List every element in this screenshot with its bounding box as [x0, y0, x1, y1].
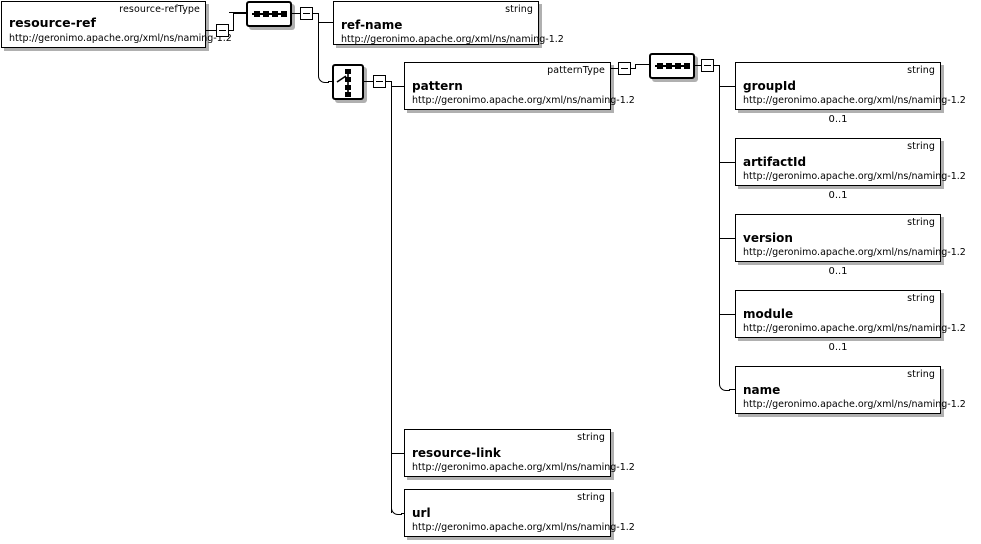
- node-namespace-label: http://geronimo.apache.org/xml/ns/naming…: [412, 462, 635, 473]
- expander-sequence1[interactable]: [300, 7, 313, 20]
- connector-seq1-to-choice-h: [328, 81, 333, 82]
- node-group-id[interactable]: string groupId http://geronimo.apache.or…: [735, 62, 966, 110]
- connector-pattern-to-expander: [611, 68, 618, 69]
- connector-seq1-trunk: [318, 13, 319, 75]
- node-namespace-label: http://geronimo.apache.org/xml/ns/naming…: [412, 522, 635, 533]
- sequence-glyph-2: [655, 63, 690, 69]
- sequence-icon-2[interactable]: [649, 53, 695, 79]
- node-type-label: string: [505, 4, 533, 15]
- connector-sequence2-to-expander: [695, 65, 701, 66]
- connector-choice-to-expander: [364, 81, 373, 82]
- node-type-label: patternType: [547, 65, 605, 76]
- expander-root[interactable]: [216, 24, 229, 37]
- node-name-label: pattern: [412, 79, 463, 93]
- connector-seq1-to-refname: [318, 22, 333, 23]
- node-namespace-label: http://geronimo.apache.org/xml/ns/naming…: [743, 171, 966, 182]
- node-type-label: string: [907, 369, 935, 380]
- connector-expander-up: [233, 13, 234, 31]
- node-type-label: resource-refType: [119, 4, 200, 15]
- node-type-label: string: [907, 141, 935, 152]
- node-name-label: groupId: [743, 79, 796, 93]
- cardinality-version: 0..1: [828, 266, 848, 277]
- connector-seq1-branch-stub: [313, 13, 318, 14]
- node-version[interactable]: string version http://geronimo.apache.or…: [735, 214, 966, 262]
- connector-to-sequence1: [233, 13, 246, 14]
- node-artifact-id[interactable]: string artifactId http://geronimo.apache…: [735, 138, 966, 186]
- connector-pattern-expander-stub: [631, 68, 635, 69]
- connector-seq2-to-name: [719, 376, 730, 391]
- connector-seq1-to-choice: [318, 68, 329, 83]
- cardinality-module: 0..1: [828, 342, 848, 353]
- node-namespace-label: http://geronimo.apache.org/xml/ns/naming…: [743, 247, 966, 258]
- node-namespace-label: http://geronimo.apache.org/xml/ns/naming…: [412, 95, 635, 106]
- connector-expander-to-sequence1-corner: [229, 12, 247, 32]
- node-namespace-label: http://geronimo.apache.org/xml/ns/naming…: [743, 323, 966, 334]
- connector-seq2-to-module: [719, 314, 735, 315]
- connector-root-to-expander: [206, 30, 216, 31]
- node-name-label: resource-link: [412, 446, 501, 460]
- node-resource-ref[interactable]: resource-refType resource-ref http://ger…: [1, 1, 232, 48]
- node-name-label: resource-ref: [9, 15, 96, 30]
- node-type-label: string: [577, 492, 605, 503]
- node-type-label: string: [907, 217, 935, 228]
- cardinality-group-id: 0..1: [828, 114, 848, 125]
- choice-icon-1[interactable]: [332, 64, 364, 100]
- connector-seq2-trunk: [719, 65, 720, 381]
- connector-seq2-to-name-h: [729, 389, 735, 390]
- node-name-label: name: [743, 383, 781, 397]
- node-name[interactable]: string name http://geronimo.apache.org/x…: [735, 366, 966, 414]
- node-resource-link[interactable]: string resource-link http://geronimo.apa…: [404, 429, 635, 477]
- sequence-glyph-1: [252, 11, 287, 17]
- node-name-label: artifactId: [743, 155, 807, 169]
- node-type-label: string: [907, 293, 935, 304]
- node-pattern[interactable]: patternType pattern http://geronimo.apac…: [404, 62, 635, 110]
- sequence-icon-1[interactable]: [246, 1, 292, 27]
- node-namespace-label: http://geronimo.apache.org/xml/ns/naming…: [9, 33, 232, 44]
- connector-seq2-to-artifact-id: [719, 162, 735, 163]
- expander-sequence2[interactable]: [701, 59, 714, 72]
- connector-pattern-up-to-seq2: [635, 64, 636, 69]
- node-url[interactable]: string url http://geronimo.apache.org/xm…: [404, 489, 635, 537]
- choice-glyph-1: [336, 69, 351, 97]
- connector-choice-to-url: [391, 500, 402, 515]
- connector-choice-branch-stub: [386, 81, 391, 82]
- node-name-label: version: [743, 231, 793, 245]
- connector-sequence1-to-expander: [292, 13, 300, 14]
- connector-choice-to-url-h: [401, 513, 404, 514]
- node-name-label: ref-name: [341, 18, 403, 32]
- node-name-label: module: [743, 307, 794, 321]
- expander-choice1[interactable]: [373, 75, 386, 88]
- connector-choice-trunk: [391, 81, 392, 513]
- connector-choice-to-pattern: [391, 86, 404, 87]
- node-type-label: string: [907, 65, 935, 76]
- expander-pattern[interactable]: [618, 62, 631, 75]
- connector-to-sequence2: [635, 64, 649, 65]
- node-namespace-label: http://geronimo.apache.org/xml/ns/naming…: [341, 34, 564, 45]
- connector-expander-right-stub: [229, 30, 233, 31]
- connector-choice-to-resource-link: [391, 453, 404, 454]
- node-name-label: url: [412, 506, 431, 520]
- connector-seq2-branch-stub: [714, 65, 719, 66]
- connector-seq2-to-version: [719, 238, 735, 239]
- connector-seq2-to-group-id: [719, 86, 735, 87]
- node-namespace-label: http://geronimo.apache.org/xml/ns/naming…: [743, 95, 966, 106]
- cardinality-artifact-id: 0..1: [828, 190, 848, 201]
- node-type-label: string: [577, 432, 605, 443]
- node-namespace-label: http://geronimo.apache.org/xml/ns/naming…: [743, 399, 966, 410]
- node-module[interactable]: string module http://geronimo.apache.org…: [735, 290, 966, 338]
- node-ref-name[interactable]: string ref-name http://geronimo.apache.o…: [333, 1, 564, 45]
